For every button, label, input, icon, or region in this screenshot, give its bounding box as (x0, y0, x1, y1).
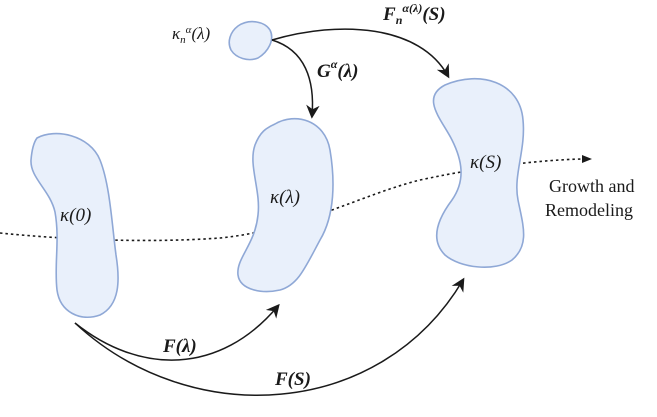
natural-configuration-shape (228, 20, 273, 61)
label-kappa-0: κ(0) (60, 205, 91, 226)
label-kappa-S: κ(S) (470, 152, 501, 173)
arrow-F-lambda (74, 303, 280, 361)
label-Fn: Fnα(λ)(S) (382, 1, 446, 27)
label-F-S: F(S) (274, 369, 311, 390)
arrow-F-S (74, 277, 465, 396)
label-G-alpha: Gα(λ) (317, 57, 358, 82)
arrow-Fn (271, 28, 450, 79)
intermediate-configuration-shape (237, 117, 334, 293)
growth-label-line1: Growth and (549, 176, 634, 196)
growth-path-arrowhead (582, 155, 592, 163)
label-kappa-n: κnα(λ) (172, 24, 210, 46)
label-kappa-lambda: κ(λ) (270, 187, 300, 208)
reference-configuration-shape (30, 132, 119, 319)
label-F-lambda: F(λ) (162, 336, 197, 357)
current-configuration-shape (432, 77, 525, 268)
growth-label-line2: Remodeling (545, 200, 633, 220)
arrow-G-alpha (271, 39, 320, 119)
